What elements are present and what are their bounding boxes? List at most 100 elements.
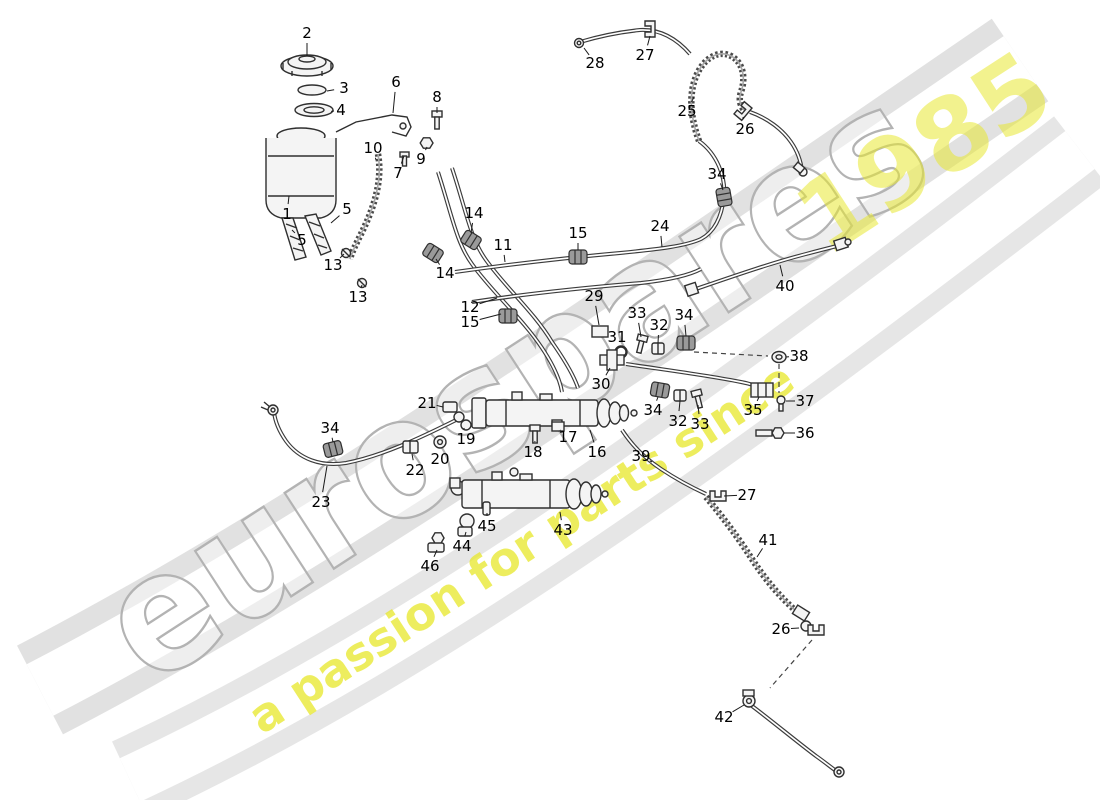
- fluid-reservoir-assembly: [265, 54, 443, 289]
- callout-leader-14: [435, 258, 441, 265]
- callout-26[interactable]: 26: [771, 620, 790, 638]
- top-right-hose-assembly: [573, 20, 808, 177]
- callout-2[interactable]: 2: [302, 24, 312, 42]
- callout-5[interactable]: 5: [342, 200, 352, 218]
- banjo-42: [742, 689, 756, 708]
- callout-42[interactable]: 42: [714, 708, 733, 726]
- callout-27[interactable]: 27: [737, 486, 756, 504]
- callout-29[interactable]: 29: [584, 287, 603, 305]
- union-35: [750, 382, 774, 398]
- callout-leader-16: [589, 429, 595, 443]
- callout-leader-46: [433, 549, 438, 558]
- bolt-8: [431, 110, 443, 130]
- callout-19[interactable]: 19: [456, 430, 475, 448]
- callout-leader-33: [638, 322, 642, 338]
- callout-17[interactable]: 17: [558, 428, 577, 446]
- callout-leader-10: [374, 157, 377, 161]
- callout-30[interactable]: 30: [591, 375, 610, 393]
- pipe-23-end: [260, 401, 279, 416]
- switch-46: [427, 532, 445, 553]
- callout-14[interactable]: 14: [435, 264, 454, 282]
- callout-33[interactable]: 33: [690, 415, 709, 433]
- callout-leader-22: [411, 453, 414, 461]
- callout-11[interactable]: 11: [493, 236, 512, 254]
- callout-leader-6: [392, 91, 396, 114]
- callout-leader-24: [660, 235, 663, 248]
- callout-40[interactable]: 40: [775, 277, 794, 295]
- lower-right-hose-run: [709, 490, 845, 778]
- fitting-26-lower: [791, 604, 825, 636]
- callout-leader-27: [723, 494, 738, 497]
- callout-18[interactable]: 18: [523, 443, 542, 461]
- callout-22[interactable]: 22: [405, 461, 424, 479]
- callout-9[interactable]: 9: [416, 150, 426, 168]
- callout-leader-39: [649, 460, 653, 463]
- callout-34[interactable]: 34: [320, 419, 339, 437]
- callout-4[interactable]: 4: [336, 101, 346, 119]
- callout-leader-42: [732, 704, 745, 713]
- callout-46[interactable]: 46: [420, 557, 439, 575]
- callout-36[interactable]: 36: [795, 424, 814, 442]
- seal-ring-3: [297, 84, 327, 96]
- callout-44[interactable]: 44: [452, 537, 471, 555]
- callout-15[interactable]: 15: [460, 313, 479, 331]
- callout-leader-32: [678, 400, 681, 412]
- callout-43[interactable]: 43: [553, 521, 572, 539]
- callout-13[interactable]: 13: [323, 256, 342, 274]
- callout-leader-5: [291, 229, 296, 234]
- callout-32[interactable]: 32: [649, 316, 668, 334]
- callout-1[interactable]: 1: [282, 205, 292, 223]
- callout-34[interactable]: 34: [643, 401, 662, 419]
- diagram-artwork: [260, 20, 852, 778]
- callout-35[interactable]: 35: [743, 401, 762, 419]
- callout-leader-34: [331, 437, 334, 443]
- callout-45[interactable]: 45: [477, 517, 496, 535]
- callout-3[interactable]: 3: [339, 79, 349, 97]
- callout-41[interactable]: 41: [758, 531, 777, 549]
- callout-5[interactable]: 5: [297, 231, 307, 249]
- reservoir-bracket: [335, 114, 412, 137]
- callout-leader-25: [691, 96, 695, 103]
- callout-34[interactable]: 34: [707, 165, 726, 183]
- callout-24[interactable]: 24: [650, 217, 669, 235]
- callout-leader-34: [684, 324, 687, 337]
- callout-leader-13: [360, 284, 363, 288]
- callout-leader-11: [503, 254, 506, 263]
- port-nut-17: [551, 421, 565, 432]
- callout-23[interactable]: 23: [311, 493, 330, 511]
- callout-13[interactable]: 13: [348, 288, 367, 306]
- callout-7[interactable]: 7: [393, 164, 403, 182]
- callout-27[interactable]: 27: [635, 46, 654, 64]
- callout-31[interactable]: 31: [607, 328, 626, 346]
- callout-26[interactable]: 26: [735, 120, 754, 138]
- callout-39[interactable]: 39: [631, 447, 650, 465]
- callout-leader-30: [605, 367, 611, 376]
- junction-fittings: [591, 325, 787, 439]
- callout-32[interactable]: 32: [668, 412, 687, 430]
- callout-12[interactable]: 12: [460, 298, 479, 316]
- callout-21[interactable]: 21: [417, 394, 436, 412]
- callout-6[interactable]: 6: [391, 73, 401, 91]
- callout-38[interactable]: 38: [789, 347, 808, 365]
- callout-leader-34: [720, 183, 724, 191]
- callout-leader-12: [479, 297, 498, 305]
- callout-leader-29: [595, 305, 600, 326]
- callout-leader-9: [425, 146, 428, 151]
- washer-38: [771, 350, 787, 364]
- callout-leader-43: [559, 511, 562, 521]
- callout-37[interactable]: 37: [795, 392, 814, 410]
- callout-leader-15: [479, 313, 502, 320]
- callout-8[interactable]: 8: [432, 88, 442, 106]
- callout-10[interactable]: 10: [363, 139, 382, 157]
- callout-15[interactable]: 15: [568, 224, 587, 242]
- callout-14[interactable]: 14: [464, 204, 483, 222]
- callout-20[interactable]: 20: [430, 450, 449, 468]
- callout-28[interactable]: 28: [585, 54, 604, 72]
- callout-34[interactable]: 34: [674, 306, 693, 324]
- callout-33[interactable]: 33: [627, 304, 646, 322]
- callout-25[interactable]: 25: [677, 102, 696, 120]
- callout-16[interactable]: 16: [587, 443, 606, 461]
